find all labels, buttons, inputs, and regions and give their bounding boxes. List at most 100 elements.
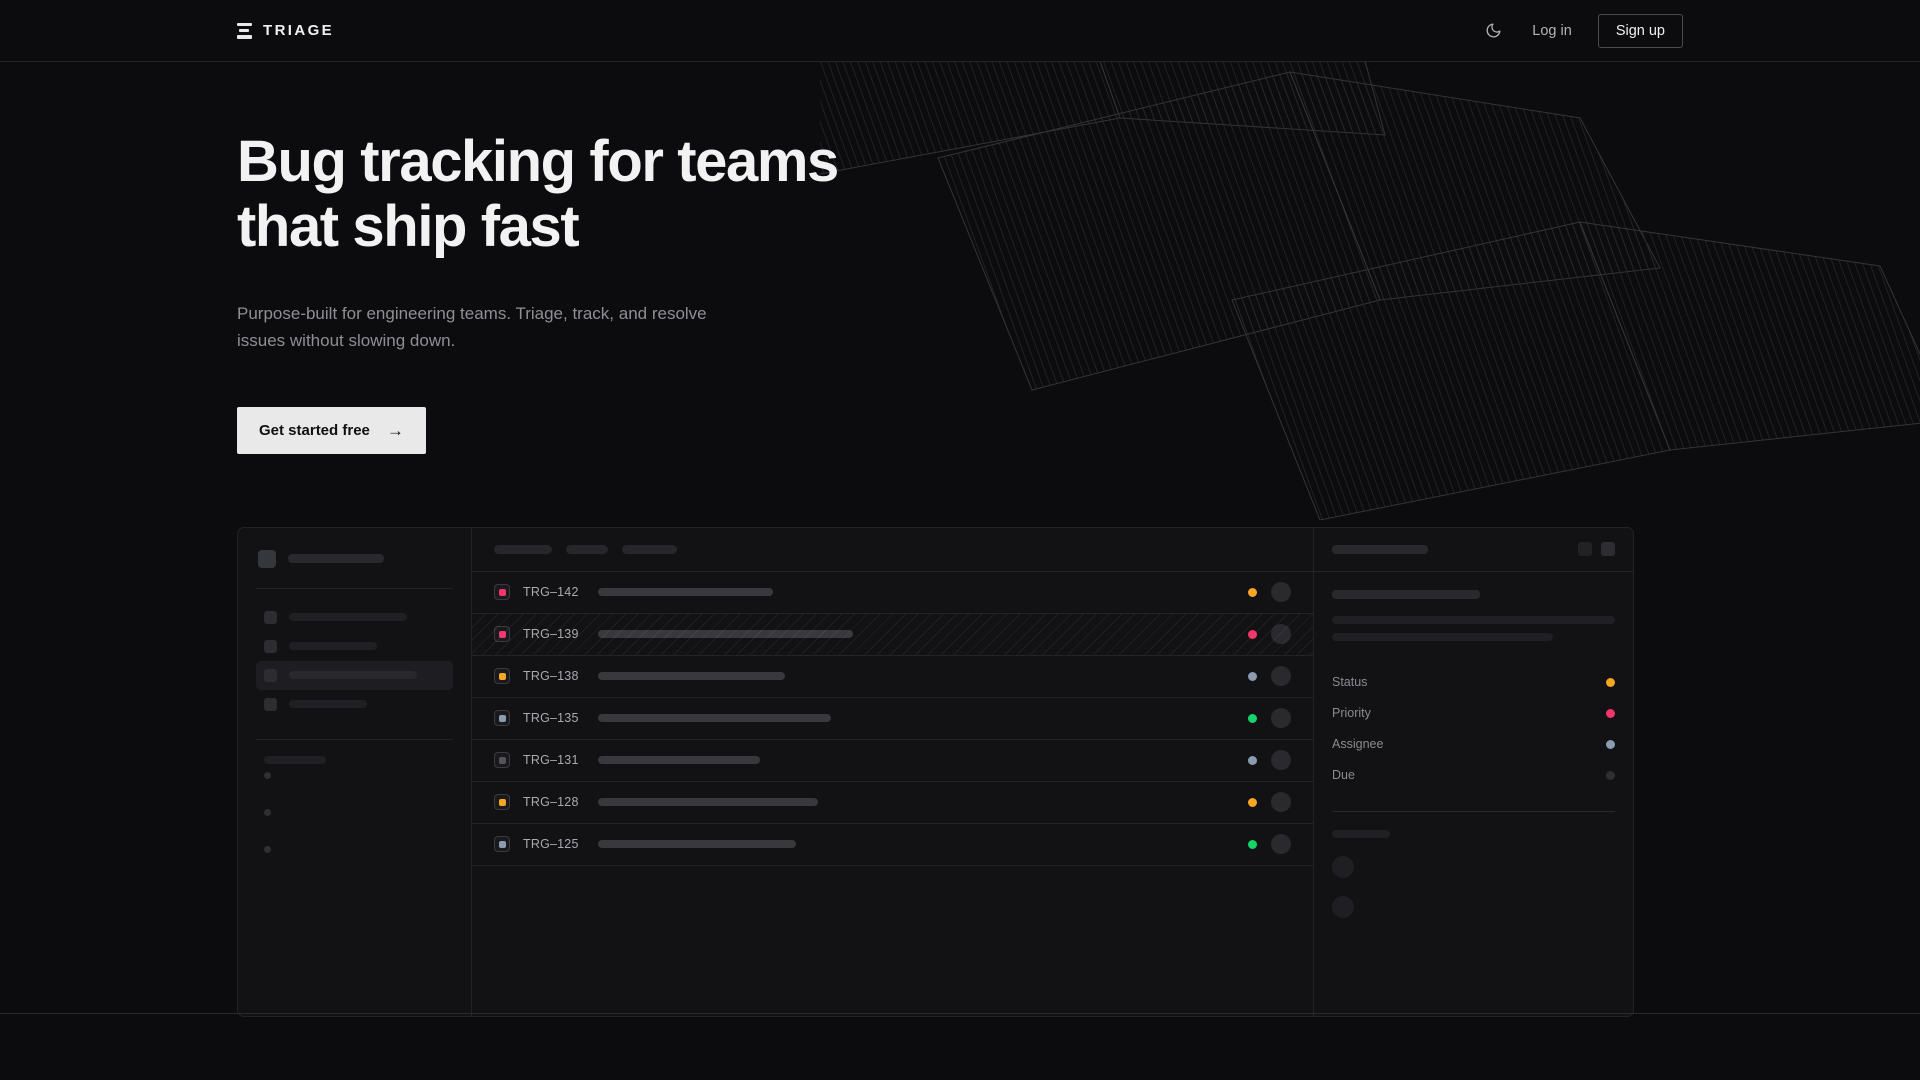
row-meta	[1248, 582, 1313, 603]
issue-id: TRG–131	[523, 753, 579, 768]
cta-label: Get started free	[259, 421, 370, 439]
detail-field[interactable]: Priority	[1332, 698, 1615, 729]
activity-label-placeholder	[1332, 829, 1390, 838]
status-badge	[1248, 587, 1257, 597]
issue-type-badge	[494, 836, 510, 853]
detail-field-label: Assignee	[1332, 737, 1384, 752]
sidebar-item-icon	[264, 668, 277, 682]
sidebar-workspace[interactable]	[256, 544, 453, 568]
table-row[interactable]: TRG–138	[472, 656, 1313, 698]
issue-title-placeholder	[598, 630, 853, 639]
headline-line-1: Bug tracking for teams	[237, 129, 839, 194]
row-meta	[1248, 666, 1313, 687]
toolbar-tab-placeholder[interactable]	[622, 544, 677, 554]
status-badge	[1248, 797, 1257, 807]
issue-id: TRG–128	[523, 795, 579, 810]
detail-text-line-2	[1332, 632, 1553, 641]
stacked-bars-icon	[237, 22, 252, 39]
row-meta	[1248, 750, 1313, 771]
brand-logo[interactable]: TRIAGE	[237, 22, 334, 39]
sidebar-nav	[256, 603, 453, 719]
avatar	[1271, 666, 1291, 687]
table-row[interactable]: TRG–139	[472, 613, 1313, 656]
detail-field-value-dot	[1606, 677, 1615, 687]
table-row[interactable]: TRG–128	[472, 782, 1313, 824]
issue-type-badge	[494, 752, 510, 769]
issue-title-placeholder	[598, 840, 796, 849]
detail-field-value-dot	[1606, 708, 1615, 718]
table-row[interactable]: TRG–131	[472, 740, 1313, 782]
sidebar-item[interactable]	[256, 660, 453, 690]
sidebar-sub-item-dot[interactable]	[264, 845, 271, 853]
detail-text-line-1	[1332, 615, 1615, 624]
arrow-right-icon: →	[386, 420, 404, 440]
issue-title-placeholder	[598, 588, 773, 597]
detail-divider	[1332, 810, 1615, 812]
issue-list-toolbar	[472, 528, 1313, 572]
signup-button[interactable]: Sign up	[1597, 13, 1683, 48]
toolbar-tab-placeholder[interactable]	[566, 544, 608, 554]
get-started-button[interactable]: Get started free →	[237, 406, 426, 454]
headline-line-2: that ship fast	[237, 193, 580, 259]
sidebar-item-icon	[264, 639, 277, 653]
row-meta	[1248, 624, 1313, 645]
table-row[interactable]: TRG–135	[472, 698, 1313, 740]
detail-action-button-2[interactable]	[1601, 542, 1615, 557]
page-title: Bug tracking for teams that ship fast	[237, 129, 937, 260]
sidebar-sub-item-dot[interactable]	[264, 808, 271, 816]
login-link[interactable]: Log in	[1532, 22, 1572, 39]
detail-field-label: Priority	[1332, 706, 1371, 721]
header-nav: Log in Sign up	[1480, 13, 1683, 48]
row-meta	[1248, 834, 1313, 855]
sidebar-item-icon	[264, 610, 277, 624]
issue-type-badge	[494, 626, 510, 643]
issue-id: TRG–125	[523, 837, 579, 852]
moon-icon[interactable]	[1480, 18, 1506, 44]
detail-activity	[1314, 812, 1633, 918]
status-badge	[1248, 755, 1257, 765]
sidebar-item[interactable]	[256, 690, 453, 719]
avatar	[1271, 834, 1291, 855]
avatar	[1271, 792, 1291, 813]
activity-avatar	[1332, 895, 1354, 918]
activity-avatar	[1332, 855, 1354, 878]
toolbar-tab-placeholder[interactable]	[494, 544, 552, 554]
page-divider	[0, 1013, 1920, 1014]
status-badge	[1248, 671, 1257, 681]
detail-field[interactable]: Due	[1332, 760, 1615, 791]
issue-type-badge	[494, 794, 510, 811]
sidebar-sub-item-dot[interactable]	[264, 771, 271, 779]
sidebar-item[interactable]	[256, 632, 453, 661]
sidebar-item-label-placeholder	[289, 671, 417, 680]
table-row[interactable]: TRG–125	[472, 824, 1313, 866]
row-meta	[1248, 792, 1313, 813]
brand-name: TRIAGE	[263, 22, 335, 39]
detail-heading-placeholder	[1332, 589, 1480, 599]
status-badge	[1248, 839, 1257, 849]
detail-field[interactable]: Status	[1332, 667, 1615, 698]
sidebar-divider-bottom	[256, 738, 453, 740]
sidebar-item[interactable]	[256, 603, 453, 632]
detail-action-button-1[interactable]	[1578, 542, 1592, 557]
issue-id: TRG–135	[523, 711, 579, 726]
issue-title-placeholder	[598, 798, 818, 807]
avatar	[1271, 708, 1291, 729]
sidebar-divider-top	[256, 587, 453, 589]
sidebar-item-label-placeholder	[289, 700, 367, 709]
detail-field-value-dot	[1606, 770, 1615, 780]
issue-id: TRG–138	[523, 669, 579, 684]
issue-id: TRG–142	[523, 585, 579, 600]
table-row[interactable]: TRG–142	[472, 572, 1313, 614]
sidebar-item-label-placeholder	[289, 613, 407, 622]
status-badge	[1248, 629, 1257, 639]
avatar	[1271, 750, 1291, 771]
hero-section: Bug tracking for teams that ship fast Pu…	[0, 62, 1920, 454]
sidebar-item-icon	[264, 697, 277, 711]
detail-field[interactable]: Assignee	[1332, 729, 1615, 760]
site-header: TRIAGE Log in Sign up	[0, 0, 1920, 62]
detail-field-label: Status	[1332, 675, 1368, 690]
